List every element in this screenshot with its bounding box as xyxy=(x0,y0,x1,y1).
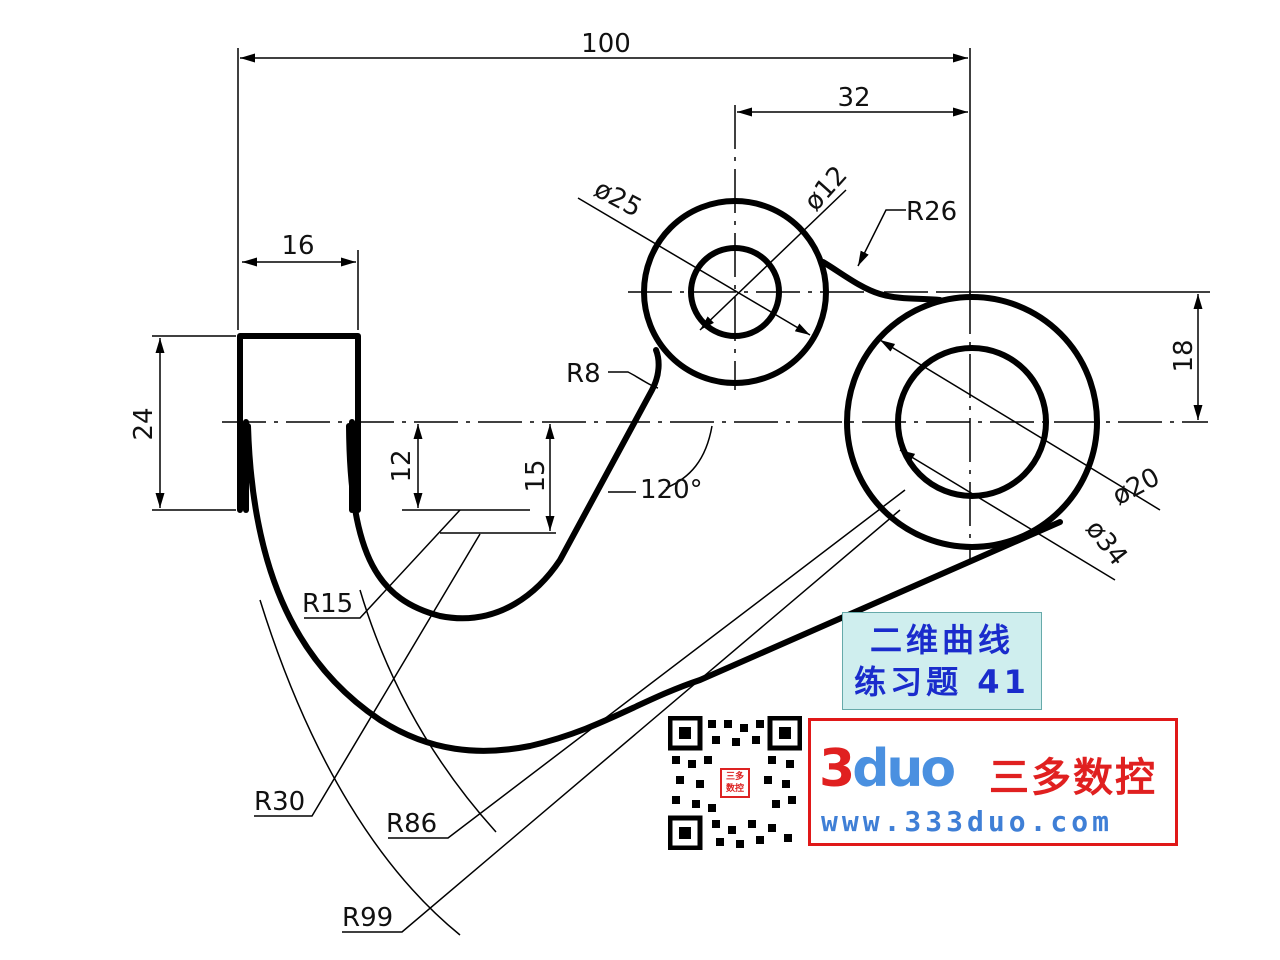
leader-r15 xyxy=(304,509,461,619)
construction-arc-1 xyxy=(259,599,461,936)
dim-phi12-text: ø12 xyxy=(799,160,854,216)
large-boss-hole xyxy=(895,345,1049,499)
small-boss-hole xyxy=(688,245,782,339)
dim-15-text: 15 xyxy=(521,459,551,492)
brand-logo-duo: duo xyxy=(852,739,956,799)
leader-r30 xyxy=(254,533,481,817)
dim-r15-text: R15 xyxy=(302,589,353,619)
left-block-outline xyxy=(237,333,361,513)
leader-r8 xyxy=(608,371,659,389)
leader-r86 xyxy=(388,489,906,839)
exercise-title-box: 二维曲线 练习题 41 xyxy=(842,612,1042,710)
large-boss-outer-circle xyxy=(844,294,1100,550)
dim-r86-text: R86 xyxy=(386,809,437,839)
leader-r26 xyxy=(857,209,906,267)
outer-hook-curve xyxy=(245,423,1063,754)
inner-hook-curve xyxy=(346,347,662,622)
construction-arc-2 xyxy=(359,589,497,833)
dim-16-text: 16 xyxy=(281,231,314,261)
brand-logo-3: 3 xyxy=(819,739,855,799)
leader-r99 xyxy=(342,509,901,933)
small-boss-outer-circle xyxy=(641,198,829,386)
dim-phi12-line xyxy=(699,189,847,331)
dim-120-text: 120° xyxy=(640,475,703,505)
dim-12-text: 12 xyxy=(387,449,417,482)
angle-120-arc xyxy=(665,425,713,489)
dimension-lines xyxy=(152,48,1210,936)
exercise-title-line2: 练习题 41 xyxy=(854,663,1030,701)
dim-r30-text: R30 xyxy=(254,787,305,817)
brand-name: 三多数控 xyxy=(989,755,1157,801)
dim-24-text: 24 xyxy=(129,407,159,440)
dim-phi25-text: ø25 xyxy=(589,174,646,223)
dim-phi20-text: ø20 xyxy=(1108,462,1165,511)
dim-r26-text: R26 xyxy=(906,197,957,227)
dim-100-text: 100 xyxy=(581,29,631,59)
dim-r8-text: R8 xyxy=(566,359,601,389)
qr-code: 三多数控 xyxy=(667,715,803,851)
qr-center-label: 三多数控 xyxy=(720,768,750,798)
dim-phi34-line xyxy=(899,449,1116,581)
brand-logo: 3duo xyxy=(819,739,956,799)
dim-phi25-line xyxy=(577,197,811,336)
dim-18-text: 18 xyxy=(1169,339,1199,372)
part-outline xyxy=(237,198,1100,754)
dim-r99-text: R99 xyxy=(342,903,393,933)
dim-phi20-line xyxy=(879,339,1161,511)
brand-banner: 3duo 三多数控 www.333duo.com xyxy=(808,718,1178,846)
brand-url[interactable]: www.333duo.com xyxy=(821,805,1114,838)
exercise-title-line1: 二维曲线 xyxy=(869,621,1014,659)
r26-tangent-arc xyxy=(820,259,943,303)
dim-32-text: 32 xyxy=(837,83,870,113)
